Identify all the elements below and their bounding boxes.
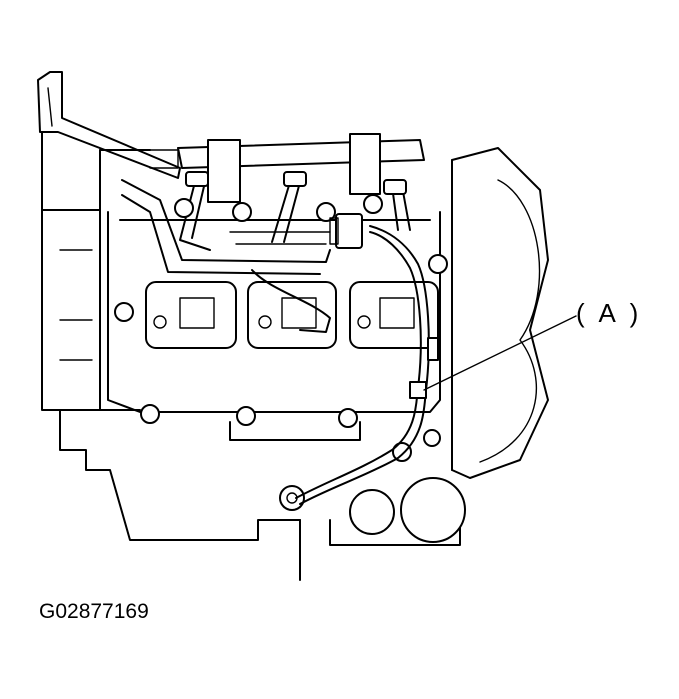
figure-id: G02877169 <box>39 600 149 623</box>
callout-label-a: ( A ) <box>576 298 643 328</box>
intake-manifold <box>107 179 441 413</box>
coil-wells <box>145 269 439 349</box>
fuel-rail <box>149 133 425 203</box>
bracket-arm <box>37 71 181 179</box>
lower-components <box>229 421 466 543</box>
engine-block <box>41 131 461 581</box>
timing-cover <box>451 147 549 479</box>
bolts <box>114 194 448 447</box>
callout-leader <box>423 315 577 391</box>
sensor-harness <box>295 213 439 505</box>
